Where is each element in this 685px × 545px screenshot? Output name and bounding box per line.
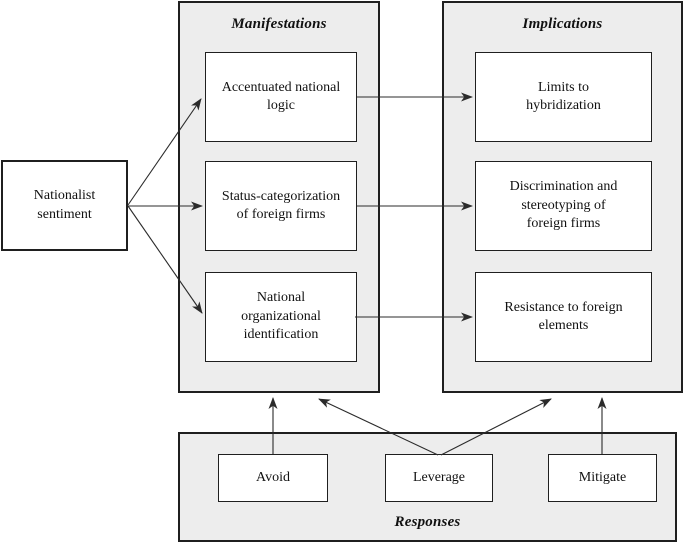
node-limits-to-hybridization: Limits to hybridization bbox=[475, 52, 652, 142]
node-leverage: Leverage bbox=[385, 454, 493, 502]
node-nationalist-sentiment: Nationalist sentiment bbox=[1, 160, 128, 251]
node-discrimination-and-stereotyping-of-foreign-firms: Discrimination and stereotyping of forei… bbox=[475, 161, 652, 251]
node-national-organizational-identification: National organizational identification bbox=[205, 272, 357, 362]
manifestations-panel-title: Manifestations bbox=[231, 16, 327, 32]
node-resistance-to-foreign-elements: Resistance to foreign elements bbox=[475, 272, 652, 362]
node-status-categorization-of-foreign-firms: Status-categorization of foreign firms bbox=[205, 161, 357, 251]
node-avoid: Avoid bbox=[218, 454, 328, 502]
node-mitigate: Mitigate bbox=[548, 454, 657, 502]
responses-panel-title: Responses bbox=[394, 514, 461, 530]
node-accentuated-national-logic: Accentuated national logic bbox=[205, 52, 357, 142]
implications-panel-title: Implications bbox=[522, 16, 603, 32]
